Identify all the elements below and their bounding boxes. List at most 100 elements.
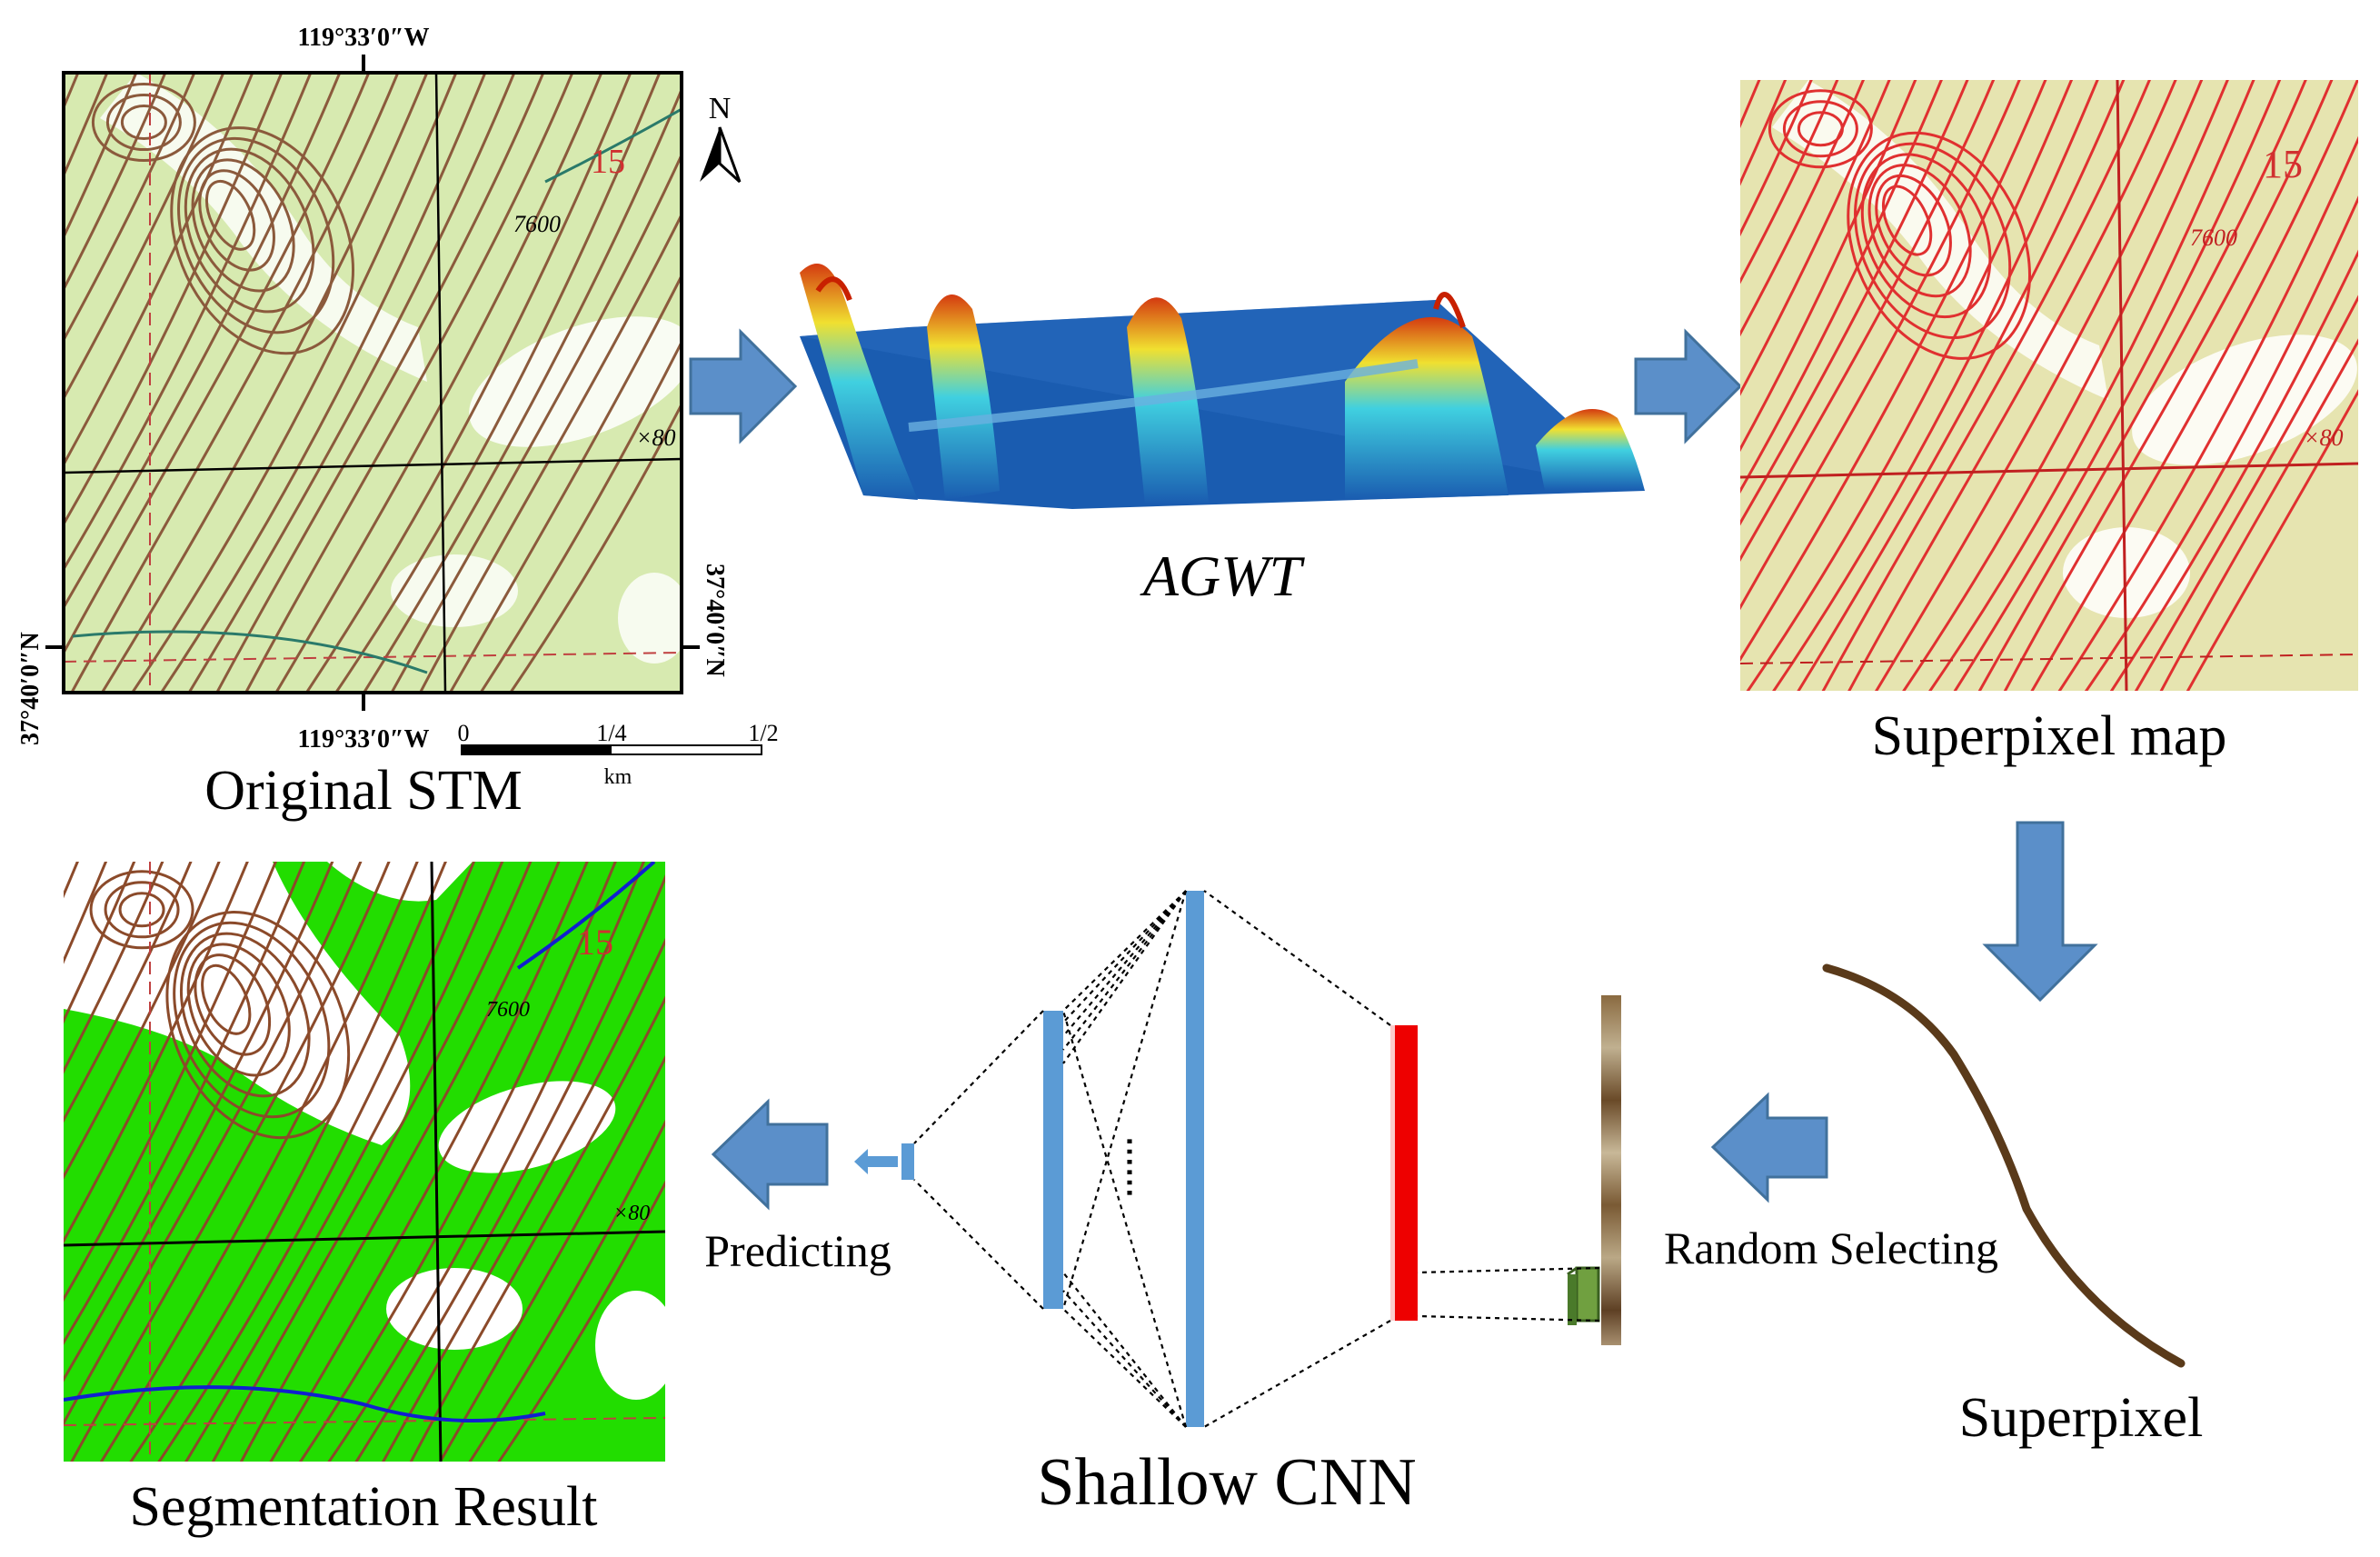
original-stm-map: 7600 15 ×80 bbox=[0, 64, 683, 711]
contour-line bbox=[0, 64, 24, 711]
arrow-left-icon bbox=[711, 1098, 829, 1211]
contour-line bbox=[362, 86, 682, 693]
contour-ring bbox=[1860, 153, 1992, 319]
contour-line bbox=[2057, 135, 2358, 691]
contour-ring bbox=[89, 870, 194, 950]
contour-ring bbox=[165, 911, 351, 1140]
caption-superpixel: Superpixel bbox=[1959, 1387, 2204, 1449]
superpixel-shape bbox=[1822, 963, 2186, 1368]
contour-line bbox=[214, 73, 545, 693]
contour-line bbox=[129, 862, 447, 1462]
arrow-right-icon bbox=[1634, 328, 1743, 444]
contour-line bbox=[1928, 80, 2256, 691]
contour-line bbox=[334, 73, 662, 693]
contour-line bbox=[64, 862, 363, 1426]
latitude-right-label: 37°40′0″N bbox=[701, 564, 729, 677]
contour-ring bbox=[1881, 185, 1933, 256]
contour-line bbox=[1746, 80, 2074, 691]
contour-line bbox=[1772, 80, 2099, 691]
contour-ring bbox=[184, 147, 315, 314]
scale-half-label: 1/2 bbox=[748, 720, 778, 746]
contour-line bbox=[157, 862, 476, 1462]
contour-line bbox=[64, 862, 278, 1302]
contour-ring bbox=[170, 126, 354, 355]
contour-line bbox=[479, 339, 682, 693]
contour-line bbox=[64, 73, 342, 611]
contour-line bbox=[274, 73, 603, 693]
arrow-down-icon bbox=[1982, 821, 2098, 1003]
section-number-label: 15 bbox=[577, 922, 613, 963]
spot-height-label: ×80 bbox=[636, 424, 676, 451]
contour-ring bbox=[1854, 142, 2012, 340]
contour-ring bbox=[1782, 100, 1858, 158]
agwt-surface-plot bbox=[800, 264, 1645, 509]
contour-ring bbox=[1797, 111, 1844, 147]
contour-line bbox=[1740, 80, 2021, 611]
contour-line bbox=[1740, 80, 1969, 526]
contour-line bbox=[2030, 80, 2358, 691]
contour-line bbox=[70, 73, 400, 693]
segmentation-result-map: 7600 15 ×80 bbox=[0, 853, 665, 1480]
caption-segmentation-result: Segmentation Result bbox=[130, 1476, 598, 1538]
contour-line bbox=[1740, 80, 1813, 237]
contour-ring bbox=[198, 169, 275, 272]
output-layer bbox=[901, 1143, 914, 1180]
contour-line bbox=[1740, 80, 1787, 186]
contour-ring bbox=[194, 953, 272, 1056]
contour-line bbox=[0, 853, 53, 1480]
contour-elevation-label: 7600 bbox=[2190, 225, 2237, 251]
input-strip bbox=[1601, 995, 1621, 1345]
contour-line bbox=[2109, 249, 2358, 691]
contour-line bbox=[64, 73, 167, 293]
input-patch bbox=[1575, 1266, 1600, 1322]
contour-line bbox=[211, 862, 533, 1462]
longitude-bottom-label: 119°33′0″W bbox=[298, 725, 430, 754]
contour-line bbox=[99, 862, 419, 1462]
spot-height-label: ×80 bbox=[2304, 424, 2344, 451]
contour-line bbox=[64, 862, 221, 1180]
section-number-label: 15 bbox=[2263, 142, 2303, 186]
contour-ring bbox=[91, 83, 196, 163]
contour-line bbox=[1740, 80, 1891, 396]
contour-line bbox=[1875, 80, 2204, 691]
contour-ring bbox=[118, 892, 165, 928]
north-arrow-icon: N bbox=[700, 92, 742, 184]
contour-line bbox=[354, 874, 665, 1462]
contour-line bbox=[64, 862, 334, 1382]
caption-original-stm: Original STM bbox=[204, 760, 523, 822]
shallow-cnn-diagram: ⋯⋯ bbox=[854, 890, 1621, 1428]
contour-line bbox=[239, 862, 561, 1462]
contour-line bbox=[1740, 80, 2047, 663]
contour-line bbox=[159, 73, 487, 693]
contour-line bbox=[64, 73, 254, 467]
contour-line bbox=[1847, 80, 2177, 691]
contour-ring bbox=[201, 963, 252, 1035]
contour-ring bbox=[104, 881, 180, 939]
contour-line bbox=[64, 862, 136, 1024]
contour-line bbox=[1953, 80, 2282, 691]
north-label: N bbox=[709, 92, 732, 125]
caption-superpixel-map: Superpixel map bbox=[1872, 705, 2227, 767]
contour-ring bbox=[105, 94, 182, 152]
contour-line bbox=[0, 64, 53, 711]
contour-line bbox=[64, 73, 313, 572]
hidden-layer-large bbox=[1186, 891, 1204, 1427]
contour-line bbox=[64, 73, 109, 179]
hidden-layer-small bbox=[1043, 1011, 1063, 1309]
contour-line bbox=[64, 862, 306, 1345]
contour-elevation-label: 7600 bbox=[513, 211, 561, 237]
contour-line bbox=[2159, 338, 2358, 691]
contour-ring bbox=[177, 136, 335, 334]
contour-line bbox=[1740, 80, 1839, 284]
contour-line bbox=[64, 73, 138, 241]
contour-line bbox=[64, 73, 371, 656]
contour-line bbox=[390, 152, 682, 693]
caption-shallow-cnn: Shallow CNN bbox=[1037, 1445, 1416, 1520]
layer-ellipsis: ⋯⋯ bbox=[1112, 1136, 1146, 1198]
contour-line bbox=[1977, 80, 2307, 691]
contour-ring bbox=[1867, 164, 1972, 298]
contour-line bbox=[2003, 80, 2334, 691]
contour-line bbox=[100, 73, 429, 693]
contour-line bbox=[1902, 80, 2229, 691]
